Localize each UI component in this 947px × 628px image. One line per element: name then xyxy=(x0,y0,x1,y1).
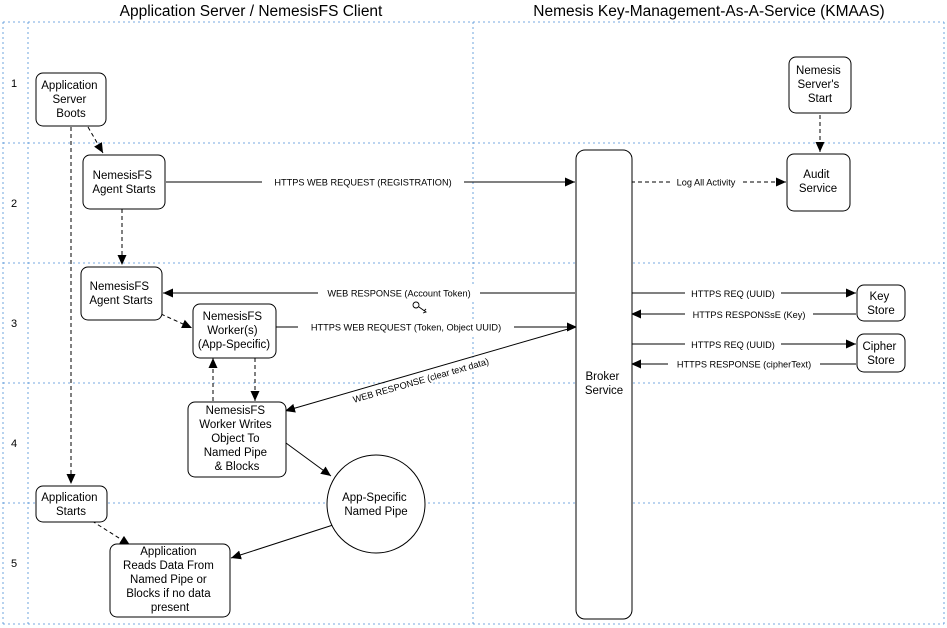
box-line: Agent Starts xyxy=(89,295,153,307)
box-line: Service xyxy=(799,183,837,195)
lane-header-kmaas: Nemesis Key-Management-As-A-Service (KMA… xyxy=(533,3,884,20)
arrow-clear-text xyxy=(284,326,576,413)
box-line: Boots xyxy=(56,108,86,120)
box-line: Store xyxy=(867,355,895,367)
application-starts-box: Application Starts xyxy=(35,485,108,523)
box-line: Broker xyxy=(585,371,619,383)
svg-text:Key Store: Key Store xyxy=(867,291,895,317)
agent-starts-box-row3: NemesisFS Agent Starts xyxy=(80,266,163,321)
row-number-3: 3 xyxy=(11,318,17,330)
box-line: Store xyxy=(867,305,895,317)
box-line: Server xyxy=(52,94,86,106)
svg-text:Cipher Store: Cipher Store xyxy=(862,341,899,367)
svg-text:App-Specific Named Pipe: App-Specific Named Pipe xyxy=(342,492,410,518)
arrow-boots-to-agent xyxy=(87,126,104,154)
box-line: NemesisFS xyxy=(203,311,263,323)
named-pipe-circle: App-Specific Named Pipe xyxy=(326,454,426,554)
svg-text:NemesisFS Worker(s): NemesisFS Worker(s) (App-Specific) xyxy=(198,311,270,351)
box-line: & Blocks xyxy=(215,461,260,473)
app-server-boots-box: Application Server Boots xyxy=(35,72,107,127)
box-line: Application xyxy=(41,492,97,504)
box-line: Worker Writes xyxy=(199,419,272,431)
box-line: Named Pipe xyxy=(204,447,267,459)
svg-text:Broker Service: Broker Service xyxy=(585,371,623,397)
box-line: Start xyxy=(808,93,833,105)
box-line: Named Pipe xyxy=(344,506,407,518)
svg-text:Application Server: Application Server Boots xyxy=(41,80,100,120)
box-line: Key xyxy=(869,291,889,303)
svg-text:Application Reads Data F: Application Reads Data From Named Pipe o… xyxy=(123,546,217,614)
lane-header-client: Application Server / NemesisFS Client xyxy=(120,3,383,20)
msg-resp-key: HTTPS RESPONSsE (Key) xyxy=(693,310,806,320)
audit-service-box: Audit Service xyxy=(786,153,851,212)
box-line: Worker(s) xyxy=(207,325,257,337)
box-line: NemesisFS xyxy=(206,405,266,417)
svg-text:NemesisFS Agent Starts: NemesisFS Agent Starts xyxy=(92,170,156,196)
box-line: (App-Specific) xyxy=(198,339,270,351)
application-reads-box: Application Reads Data From Named Pipe o… xyxy=(109,543,231,618)
box-line: Blocks if no data xyxy=(126,588,211,600)
box-line: Application xyxy=(41,80,97,92)
msg-account-token: WEB RESPONSE (Account Token) xyxy=(327,289,470,299)
row-number-4: 4 xyxy=(11,438,17,450)
box-line: Agent Starts xyxy=(92,184,156,196)
arrow-starts-to-reads xyxy=(91,520,131,546)
box-line: Cipher xyxy=(862,341,896,353)
box-line: NemesisFS xyxy=(93,170,153,182)
box-line: present xyxy=(151,602,190,614)
box-line: Service xyxy=(585,385,623,397)
worker-writes-box: NemesisFS Worker Writes Object To Named … xyxy=(187,401,287,478)
worker-box: NemesisFS Worker(s) (App-Specific) xyxy=(192,303,277,359)
cipher-store-box: Cipher Store xyxy=(856,333,906,373)
broker-service-box: Broker Service xyxy=(575,149,633,620)
box-line: Object To xyxy=(211,433,259,445)
nemesis-server-start-box: Nemesis Server's Start xyxy=(788,56,852,114)
msg-req-uuid-key: HTTPS REQ (UUID) xyxy=(691,289,775,299)
box-line: Application xyxy=(140,546,196,558)
box-line: Server's xyxy=(797,79,839,91)
box-line: Reads Data From xyxy=(123,560,214,572)
row-number-5: 5 xyxy=(11,558,17,570)
msg-token-uuid: HTTPS WEB REQUEST (Token, Object UUID) xyxy=(311,323,501,333)
row-number-1: 1 xyxy=(11,78,17,90)
key-store-box: Key Store xyxy=(856,284,906,322)
box-line: App-Specific xyxy=(342,492,407,504)
msg-req-uuid-cipher: HTTPS REQ (UUID) xyxy=(691,340,775,350)
svg-text:Audit Service: Audit Service xyxy=(799,169,837,195)
svg-text:NemesisFS Agent Starts: NemesisFS Agent Starts xyxy=(89,281,153,307)
svg-text:Nemesis Server's S: Nemesis Server's Start xyxy=(796,65,844,105)
arrow-pipe-to-reads xyxy=(230,524,334,560)
box-line: Starts xyxy=(56,506,86,518)
svg-text:Application Starts: Application Starts xyxy=(41,492,100,518)
msg-registration: HTTPS WEB REQUEST (REGISTRATION) xyxy=(274,178,451,188)
msg-resp-cipher: HTTPS RESPONSE (cipherText) xyxy=(677,360,811,370)
key-icon xyxy=(412,301,427,314)
arrow-agent-to-worker xyxy=(160,313,193,329)
message-labels: HTTPS WEB REQUEST (REGISTRATION) Log All… xyxy=(262,175,820,410)
arrow-writes-to-pipe xyxy=(285,442,332,477)
agent-starts-box-row2: NemesisFS Agent Starts xyxy=(82,154,166,210)
box-line: Named Pipe or xyxy=(130,574,207,586)
box-line: NemesisFS xyxy=(90,281,150,293)
box-line: Nemesis xyxy=(796,65,841,77)
box-line: Audit xyxy=(803,169,830,181)
svg-text:NemesisFS Worker Writes: NemesisFS Worker Writes Object To Named … xyxy=(199,405,275,473)
swimlane-grid xyxy=(2,21,945,625)
msg-log-activity: Log All Activity xyxy=(677,178,736,188)
msg-clear-text: WEB RESPONSE (clear text data) xyxy=(352,356,490,404)
row-number-2: 2 xyxy=(11,198,17,210)
